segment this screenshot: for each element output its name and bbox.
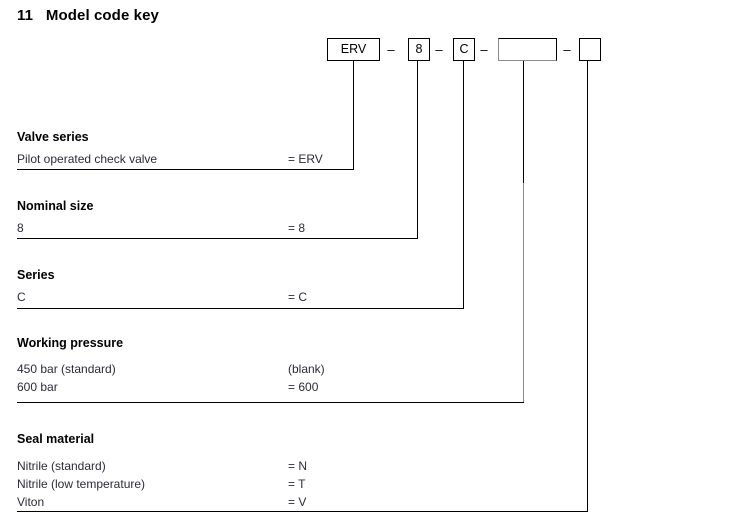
leader-line-working-pressure-lower bbox=[523, 183, 524, 402]
section-row-label-seal-material-1: Nitrile (low temperature) bbox=[17, 477, 146, 491]
section-row-value-series-0: = C bbox=[288, 290, 308, 304]
leader-line-nominal-size bbox=[417, 61, 418, 238]
code-box-valve-series[interactable]: ERV bbox=[327, 38, 380, 61]
section-row-value-working-pressure-0: (blank) bbox=[288, 362, 325, 376]
section-row-label-nominal-size-0: 8 bbox=[17, 221, 24, 235]
section-row-value-seal-material-1: = T bbox=[288, 477, 306, 491]
code-box-nominal-size[interactable]: 8 bbox=[408, 38, 430, 61]
section-row-value-working-pressure-1: = 600 bbox=[288, 380, 319, 394]
section-row-value-nominal-size-0: = 8 bbox=[288, 221, 306, 235]
section-row-label-valve-series-0: Pilot operated check valve bbox=[17, 152, 158, 166]
section-heading-working-pressure: Working pressure bbox=[17, 336, 124, 350]
section-row-label-seal-material-2: Viton bbox=[17, 495, 45, 509]
section-rule-series bbox=[17, 308, 464, 309]
page-title: 11 Model code key bbox=[17, 7, 159, 24]
section-row-value-seal-material-0: = N bbox=[288, 459, 308, 473]
section-row-label-working-pressure-0: 450 bar (standard) bbox=[17, 362, 116, 376]
code-box-seal-material[interactable] bbox=[579, 38, 601, 61]
section-row-label-working-pressure-1: 600 bar bbox=[17, 380, 58, 394]
section-rule-seal-material bbox=[17, 511, 588, 512]
code-box-working-pressure[interactable] bbox=[498, 38, 557, 61]
page-title-number: 11 bbox=[17, 7, 34, 24]
section-heading-seal-material: Seal material bbox=[17, 432, 95, 446]
section-heading-nominal-size: Nominal size bbox=[17, 199, 94, 213]
code-separator-2: – bbox=[435, 42, 443, 57]
section-row-value-valve-series-0: = ERV bbox=[288, 152, 323, 166]
section-rule-valve-series bbox=[17, 169, 354, 170]
leader-line-series bbox=[463, 61, 464, 308]
leader-line-valve-series bbox=[353, 61, 354, 170]
code-separator-4: – bbox=[563, 42, 571, 57]
section-heading-series: Series bbox=[17, 268, 55, 282]
section-heading-valve-series: Valve series bbox=[17, 130, 89, 144]
code-box-series[interactable]: C bbox=[453, 38, 475, 61]
section-row-label-seal-material-0: Nitrile (standard) bbox=[17, 459, 106, 473]
code-separator-1: – bbox=[387, 42, 395, 57]
section-rule-working-pressure bbox=[17, 402, 524, 403]
leader-line-working-pressure-upper bbox=[523, 61, 524, 183]
code-separator-3: – bbox=[480, 42, 488, 57]
page-title-text: Model code key bbox=[45, 7, 159, 24]
leader-line-seal-material bbox=[587, 61, 588, 511]
section-row-label-series-0: C bbox=[17, 290, 26, 304]
section-row-value-seal-material-2: = V bbox=[288, 495, 307, 509]
section-rule-nominal-size bbox=[17, 238, 418, 239]
